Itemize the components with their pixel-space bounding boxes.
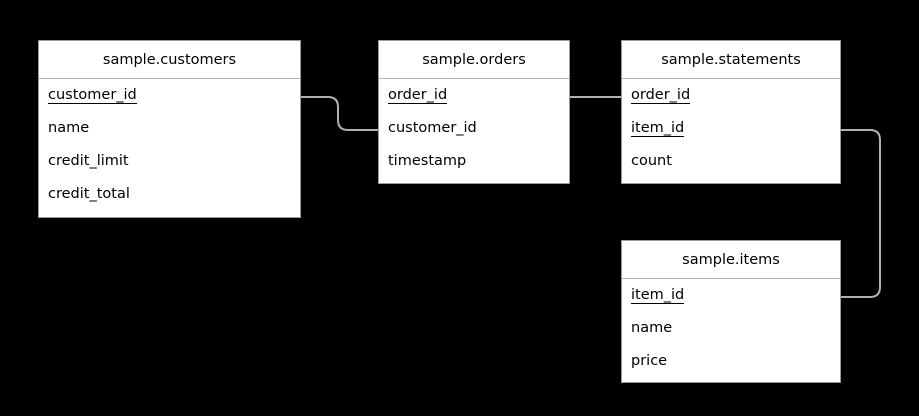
field-label: price <box>631 353 668 369</box>
entity-title-orders: sample.orders <box>379 41 569 79</box>
field-label: customer_id <box>48 87 137 105</box>
field-orders-timestamp[interactable]: timestamp <box>379 145 569 178</box>
entity-title-customers: sample.customers <box>39 41 300 79</box>
field-orders-customer_id[interactable]: customer_id <box>379 112 569 145</box>
entity-table-orders[interactable]: sample.orders order_id customer_id timestam… <box>378 40 570 184</box>
entity-title-statements: sample.statements <box>622 41 840 79</box>
field-label: customer_id <box>388 120 477 136</box>
primary-key-field-statements-item_id[interactable]: item_id <box>622 112 840 145</box>
field-label: order_id <box>388 87 448 105</box>
primary-key-field-items-item_id[interactable]: item_id <box>622 279 840 312</box>
primary-key-field-orders-order_id[interactable]: order_id <box>379 79 569 112</box>
field-items-price[interactable]: price <box>622 345 840 378</box>
field-label: name <box>48 120 90 136</box>
field-label: timestamp <box>388 153 467 169</box>
field-label: count <box>631 153 672 169</box>
entity-field-list-orders: order_id customer_id timestamp <box>379 79 569 178</box>
relationship-line-customers-to-orders <box>301 96 378 131</box>
entity-title-items: sample.items <box>622 241 840 279</box>
field-customers-credit_limit[interactable]: credit_limit <box>39 145 300 178</box>
field-items-name[interactable]: name <box>622 312 840 345</box>
primary-key-field-statements-order_id[interactable]: order_id <box>622 79 840 112</box>
field-customers-name[interactable]: name <box>39 112 300 145</box>
field-label: credit_total <box>48 186 130 202</box>
primary-key-field-customers-customer_id[interactable]: customer_id <box>39 79 300 112</box>
field-statements-count[interactable]: count <box>622 145 840 178</box>
field-label: credit_limit <box>48 153 129 169</box>
field-label: item_id <box>631 287 685 305</box>
field-customers-credit_total[interactable]: credit_total <box>39 178 300 211</box>
field-label: item_id <box>631 120 685 138</box>
field-label: name <box>631 320 673 336</box>
relationship-line-statements-to-items <box>841 129 881 298</box>
field-label: order_id <box>631 87 691 105</box>
